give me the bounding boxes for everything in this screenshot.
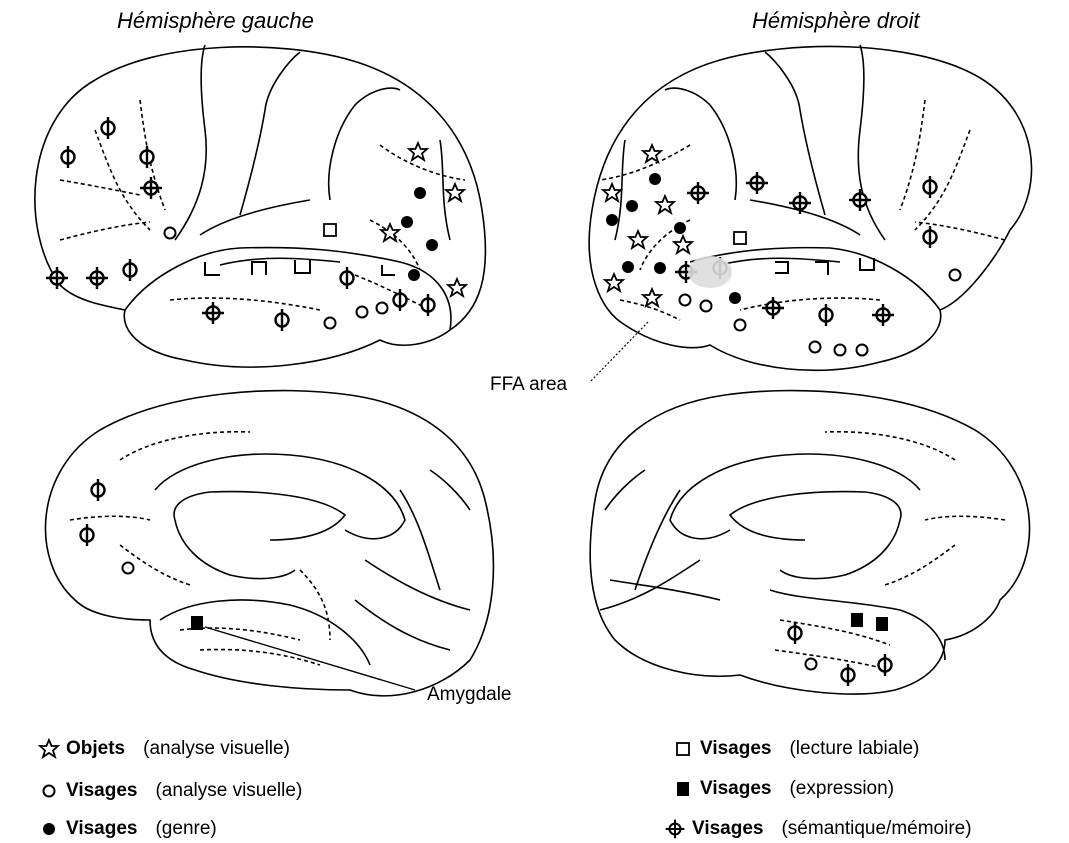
legend-item-objects: Objets (analyse visuelle) (38, 738, 290, 760)
semantic-memory-marker (81, 524, 94, 546)
face-visual-analysis-marker (857, 345, 868, 356)
semantic-memory-marker (140, 177, 162, 199)
semantic-memory-marker (842, 664, 855, 686)
face-visual-analysis-marker (835, 345, 846, 356)
face-gender-marker (626, 200, 638, 212)
right-medial-brain (590, 391, 1029, 694)
lip-reading-marker (734, 232, 746, 244)
semantic-memory-marker (687, 182, 709, 204)
face-visual-analysis-marker (950, 270, 961, 281)
bracket-mark (205, 262, 220, 275)
semantic-memory-marker (102, 117, 115, 139)
face-visual-analysis-marker (810, 342, 821, 353)
face-gender-marker (426, 239, 438, 251)
semantic-memory-marker (341, 267, 354, 289)
face-visual-analysis-marker (806, 659, 817, 670)
open-circle-icon (38, 780, 60, 802)
object-marker (629, 231, 647, 248)
left-lateral-brain (35, 45, 486, 367)
face-expression-marker (876, 617, 888, 631)
semantic-memory-marker (924, 176, 937, 198)
object-marker (381, 224, 399, 241)
legend-item-lip-reading: Visages (lecture labiale) (672, 738, 919, 760)
object-marker (674, 236, 692, 253)
left-medial-brain (45, 391, 493, 696)
bracket-mark (382, 265, 395, 275)
semantic-memory-marker (86, 267, 108, 289)
legend-item-face-visual: Visages (analyse visuelle) (38, 780, 302, 802)
semantic-memory-marker (762, 297, 784, 319)
object-marker (409, 143, 427, 160)
legend-item-expression: Visages (expression) (672, 778, 894, 800)
bracket-mark (295, 260, 310, 273)
legend-item-face-gender: Visages (genre) (38, 818, 217, 840)
face-gender-marker (729, 292, 741, 304)
bracket-mark (860, 258, 874, 270)
object-marker (643, 289, 661, 306)
filled-square-icon (672, 778, 694, 800)
face-visual-analysis-marker (357, 307, 368, 318)
face-visual-analysis-marker (325, 318, 336, 329)
semantic-memory-marker (872, 304, 894, 326)
right-lateral-brain (589, 45, 1031, 370)
bracket-mark (815, 262, 828, 275)
bracket-mark (252, 262, 266, 275)
object-marker (446, 184, 464, 201)
ffa-label: FFA area (490, 374, 568, 395)
semantic-memory-marker (789, 192, 811, 214)
object-marker (603, 184, 621, 201)
right-hemisphere-title: Hémisphère droit (752, 8, 920, 33)
face-visual-analysis-marker (735, 320, 746, 331)
ffa-callout: FFA area (490, 256, 732, 395)
semantic-memory-marker (789, 622, 802, 644)
semantic-memory-marker (46, 267, 68, 289)
semantic-memory-marker (820, 304, 833, 326)
legend-item-semantic: Visages (sémantique/mémoire) (664, 816, 972, 842)
face-gender-marker (649, 173, 661, 185)
face-expression-marker (191, 616, 203, 630)
face-gender-marker (654, 262, 666, 274)
semantic-memory-marker (924, 226, 937, 248)
object-marker (605, 274, 623, 291)
amygdale-label: Amygdale (427, 684, 512, 705)
left-lateral-markers (46, 117, 466, 331)
semantic-memory-marker (124, 259, 137, 281)
semantic-memory-marker (62, 146, 75, 168)
face-visual-analysis-marker (165, 228, 176, 239)
semantic-memory-marker (746, 172, 768, 194)
face-gender-marker (674, 222, 686, 234)
bracket-mark (775, 262, 788, 273)
face-visual-analysis-marker (123, 563, 134, 574)
face-gender-marker (622, 261, 634, 273)
open-square-icon (672, 738, 694, 760)
circle-cross-icon (664, 816, 686, 842)
object-marker (448, 279, 466, 296)
object-marker (656, 196, 674, 213)
face-visual-analysis-marker (680, 295, 691, 306)
filled-circle-icon (38, 818, 60, 840)
left-hemisphere-title: Hémisphère gauche (117, 8, 314, 33)
semantic-memory-marker (276, 309, 289, 331)
face-gender-marker (401, 216, 413, 228)
face-gender-marker (414, 187, 426, 199)
lip-reading-marker (324, 224, 336, 236)
right-lateral-markers (603, 145, 961, 356)
face-visual-analysis-marker (377, 303, 388, 314)
semantic-memory-marker (879, 654, 892, 676)
star-icon (38, 738, 60, 760)
face-gender-marker (606, 214, 618, 226)
semantic-memory-marker (202, 302, 224, 324)
semantic-memory-marker (422, 294, 435, 316)
semantic-memory-marker (92, 479, 105, 501)
face-gender-marker (408, 269, 420, 281)
face-visual-analysis-marker (701, 301, 712, 312)
object-marker (643, 145, 661, 162)
face-expression-marker (851, 613, 863, 627)
